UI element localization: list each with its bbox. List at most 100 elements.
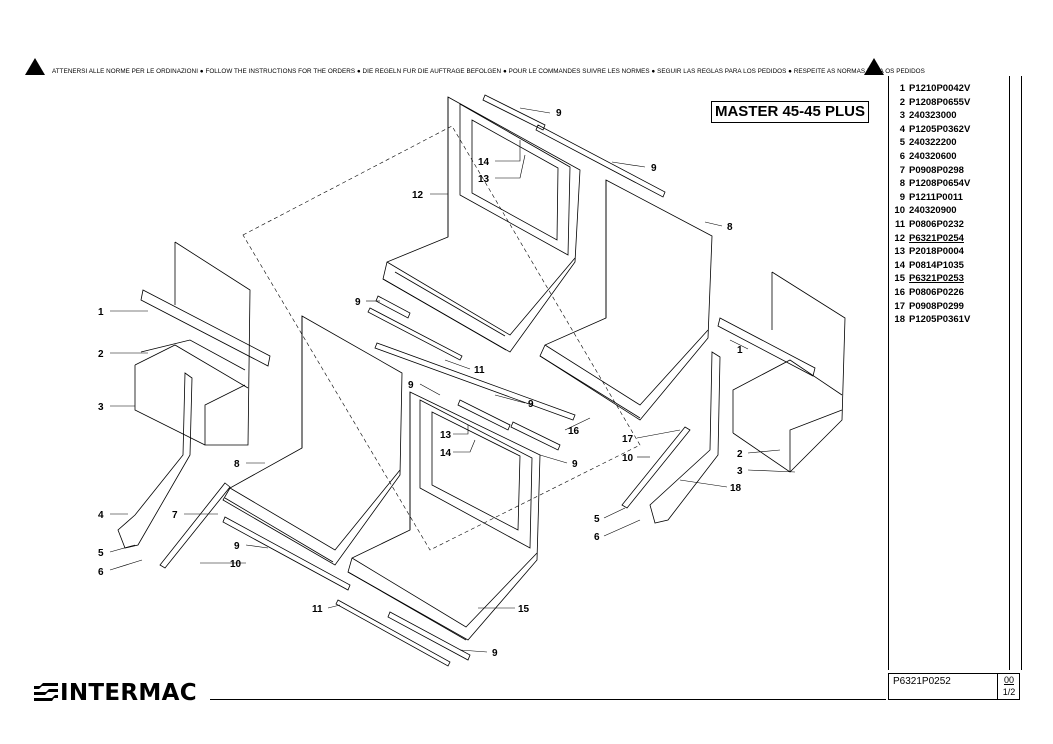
callout-14: 14 [478, 157, 490, 168]
callout-9: 9 [234, 541, 240, 552]
parts-list-row: 12 P6321P0254 [889, 232, 964, 245]
part-code: 240320900 [909, 205, 957, 217]
drawing-code: P6321P0252 [893, 676, 951, 687]
rail-9b [535, 124, 666, 198]
part-code: P0806P0226 [909, 287, 964, 298]
callout-9: 9 [556, 108, 562, 119]
part-code: 240322200 [909, 137, 957, 149]
part-number: 13 [894, 246, 905, 258]
part-code: P6321P0254 [909, 232, 964, 244]
callout-10: 10 [230, 559, 242, 570]
part-number: 8 [899, 178, 905, 190]
assembly-outline [242, 125, 641, 551]
callout-9: 9 [528, 399, 534, 410]
part-code: P1208P0655V [909, 96, 971, 108]
part-number: 15 [894, 273, 905, 285]
part-code: P0908P0299 [909, 300, 964, 312]
callout-6: 6 [594, 532, 600, 543]
callout-9: 9 [408, 380, 414, 391]
parts-list-row: 18 P1205P0361V [889, 313, 970, 326]
part-number: 11 [894, 219, 905, 230]
callout-10: 10 [622, 453, 634, 464]
part-number: 9 [899, 191, 905, 203]
rail-11 [367, 307, 463, 361]
parts-list-row: 11 P0806P0232 [889, 218, 964, 231]
part-code: P1205P0361V [909, 314, 971, 326]
part-7-bracket [159, 482, 231, 569]
part-code: 240320600 [909, 151, 957, 162]
part-code: P1211P0011 [909, 191, 963, 203]
rail-9a [482, 94, 546, 131]
part-code: 240323000 [909, 110, 957, 122]
callout-3: 3 [98, 402, 104, 413]
callout-12: 12 [412, 190, 424, 201]
part-code: P1208P0654V [909, 178, 971, 190]
parts-list-row: 3 240323000 [889, 109, 957, 122]
part-number: 6 [899, 151, 905, 162]
revision-number: 00 [1003, 675, 1014, 685]
rail-9g [222, 516, 351, 591]
part-12-panel [382, 96, 581, 353]
part-15-panel [347, 391, 541, 641]
callout-17: 17 [622, 434, 634, 445]
callout-11: 11 [474, 365, 485, 376]
callout-5: 5 [594, 514, 600, 525]
callout-16: 16 [568, 426, 580, 437]
part-number: 14 [894, 259, 905, 271]
callout-6: 6 [98, 567, 104, 578]
warning-triangle-icon [25, 58, 45, 75]
part-code: P1210P0042V [909, 83, 971, 94]
part-number: 3 [899, 110, 905, 122]
rail-9e [457, 399, 511, 431]
parts-list-row: 8 P1208P0654V [889, 177, 971, 190]
callout-11: 11 [312, 604, 323, 615]
part-code: P0806P0232 [909, 219, 964, 230]
title-block: P6321P0252 00 1/2 [888, 673, 1020, 700]
callout-9: 9 [492, 648, 498, 659]
callout-18: 18 [730, 483, 742, 494]
part-17-bracket [621, 426, 691, 509]
part-number: 10 [894, 205, 905, 217]
callout-9: 9 [572, 459, 578, 470]
callout-9: 9 [651, 163, 657, 174]
part-code: P1205P0362V [909, 123, 971, 135]
part-number: 2 [899, 96, 905, 108]
right-cabinet [717, 271, 846, 473]
parts-list-row: 2 P1208P0655V [889, 96, 971, 109]
part-code: P0908P0298 [909, 164, 964, 176]
callout-1: 1 [737, 345, 743, 356]
callout-1: 1 [98, 307, 104, 318]
callout-5: 5 [98, 548, 104, 559]
part-18-leg [649, 351, 721, 524]
part-number: 17 [894, 300, 905, 312]
warning-triangle-icon [864, 58, 884, 75]
part-number: 12 [894, 232, 905, 244]
brand-name: INTERMAC [60, 680, 197, 706]
model-title: MASTER 45-45 PLUS [711, 101, 869, 123]
callout-2: 2 [98, 349, 104, 360]
parts-list-row: 14 P0814P1035 [889, 259, 964, 272]
part-8-panel-lower [222, 315, 403, 566]
part-number: 18 [894, 314, 905, 326]
part-code: P0814P1035 [909, 259, 964, 271]
parts-list-row: 9 P1211P0011 [889, 191, 963, 204]
rail-11b [335, 599, 451, 667]
part-4-leg [117, 372, 193, 549]
rail-9f [510, 421, 561, 451]
ordering-notice: ATTENERSI ALLE NORME PER LE ORDINAZIONI … [52, 68, 925, 75]
callout-8: 8 [727, 222, 733, 233]
footer-rule [210, 699, 886, 700]
callout-15: 15 [518, 604, 530, 615]
callout-4: 4 [98, 510, 104, 521]
title-block-divider [997, 674, 998, 699]
parts-list-row: 6 240320600 [889, 150, 957, 163]
intermac-logo-mark-icon [34, 683, 58, 701]
callout-14: 14 [440, 448, 452, 459]
